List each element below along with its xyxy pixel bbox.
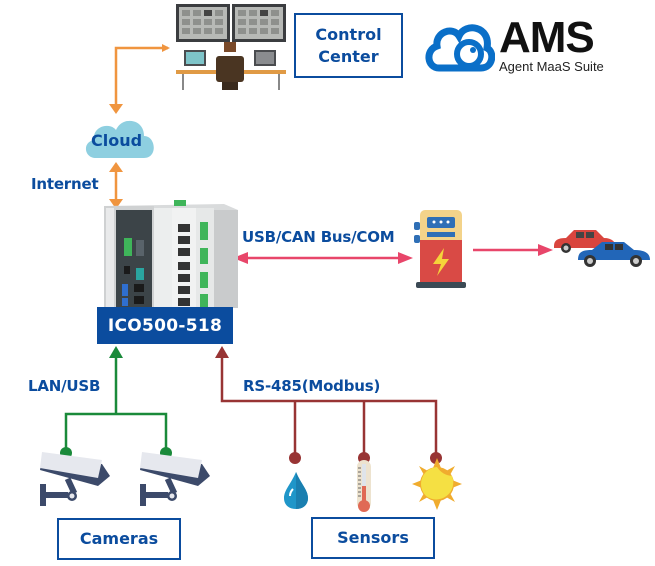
cloud-label: Cloud bbox=[91, 131, 143, 150]
cloud-icon bbox=[85, 120, 154, 158]
control-center-label-line2: Center bbox=[318, 46, 379, 66]
water-drop-icon bbox=[284, 472, 308, 509]
security-camera-icon bbox=[140, 452, 210, 506]
link-usb-can-com bbox=[233, 252, 413, 264]
logo-name: AMS bbox=[499, 13, 595, 62]
industrial-computer-icon bbox=[104, 200, 238, 308]
usb-can-com-label: USB/CAN Bus/COM bbox=[242, 228, 395, 246]
monitoring-workstation-icon bbox=[176, 4, 286, 90]
lan-usb-label: LAN/USB bbox=[28, 377, 101, 395]
security-camera-icon bbox=[40, 452, 110, 506]
thermometer-icon bbox=[357, 460, 371, 512]
control-center-label-line1: Control bbox=[315, 24, 382, 44]
ams-logo: AMS Agent MaaS Suite bbox=[425, 14, 615, 78]
ev-charging-station-icon bbox=[414, 210, 466, 288]
device-label: ICO500-518 bbox=[97, 307, 233, 344]
cloud-camera-logo-icon bbox=[425, 24, 495, 72]
sun-icon bbox=[412, 458, 462, 510]
link-charger-cars bbox=[473, 244, 553, 256]
logo-subtitle: Agent MaaS Suite bbox=[499, 59, 604, 74]
control-center-box: Control Center bbox=[294, 13, 403, 78]
link-lan-usb bbox=[60, 346, 172, 459]
cameras-box: Cameras bbox=[57, 518, 181, 560]
internet-label: Internet bbox=[31, 175, 99, 193]
link-internet bbox=[109, 162, 123, 209]
link-rs485 bbox=[215, 346, 442, 464]
sensors-label: Sensors bbox=[337, 528, 409, 547]
sensors-box: Sensors bbox=[311, 517, 435, 559]
link-cloud-control-center bbox=[109, 44, 170, 114]
cameras-label: Cameras bbox=[79, 529, 159, 548]
rs485-label: RS-485(Modbus) bbox=[243, 377, 381, 395]
cars-icon bbox=[554, 230, 650, 267]
